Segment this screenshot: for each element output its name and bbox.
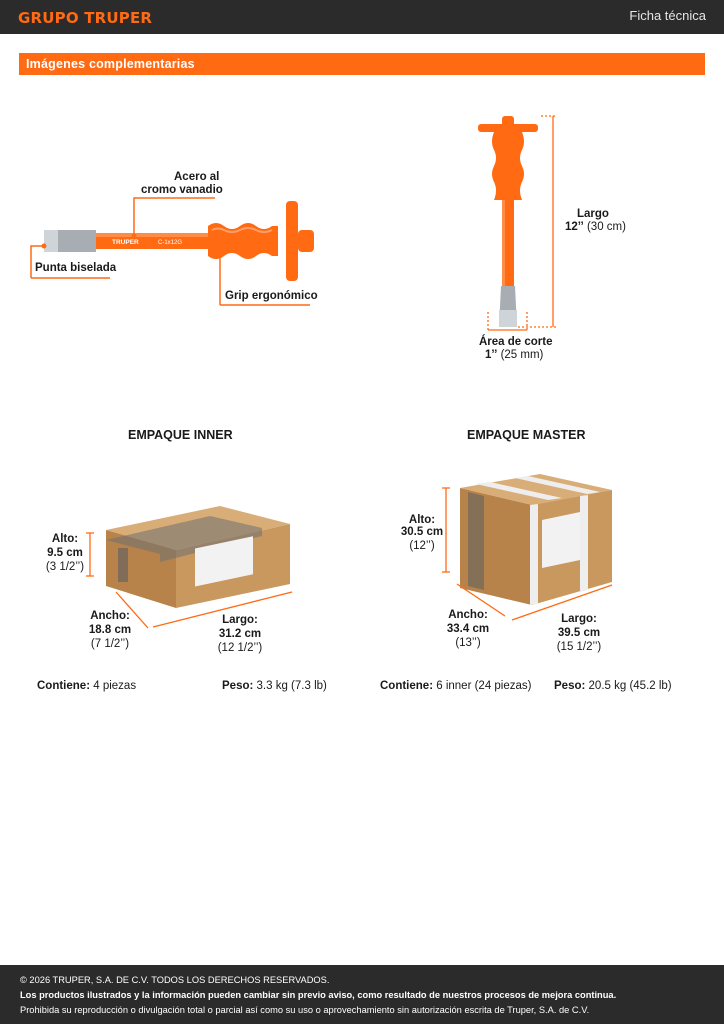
- inner-weight-value: 3.3 kg (7.3 lb): [256, 680, 327, 692]
- master-box-image: [460, 474, 612, 605]
- length-metric: (30 cm): [586, 221, 626, 233]
- inner-width-label: Ancho:: [90, 610, 130, 622]
- inner-width-value: 18.8 cm: [88, 624, 132, 636]
- master-dimension-lines: [442, 487, 613, 621]
- cut-area-metric: (25 mm): [500, 349, 544, 361]
- footer-copyright: © 2026 TRUPER, S.A. DE C.V. TODOS LOS DE…: [20, 975, 330, 985]
- grip-callout: Grip ergonómico: [225, 290, 318, 302]
- tip-callout: Punta biselada: [35, 262, 117, 274]
- inner-height-label: Alto:: [51, 533, 79, 545]
- inner-contains: Contiene: 4 piezas: [37, 680, 136, 693]
- callout-lines: [30, 197, 310, 306]
- footer-prohibition: Prohibida su reproducción o divulgación …: [20, 1005, 590, 1015]
- master-contains-label: Contiene:: [380, 680, 434, 692]
- brand-logo: GRUPO TRUPER: [18, 9, 153, 27]
- master-contains: Contiene: 6 inner (24 piezas): [380, 680, 531, 693]
- section-title: Imágenes complementarias: [26, 57, 195, 71]
- master-weight-label: Peso:: [554, 680, 586, 692]
- inner-dimension-lines: [86, 532, 293, 629]
- master-width-value: 33.4 cm: [446, 623, 490, 635]
- cut-area-label: Área de corte: [479, 336, 553, 348]
- inner-length-label: Largo:: [222, 614, 258, 626]
- svg-text:C-1x12G: C-1x12G: [158, 240, 182, 246]
- master-title: EMPAQUE MASTER: [467, 428, 586, 442]
- header-bar: GRUPO TRUPER Ficha técnica: [0, 0, 724, 34]
- inner-weight-label: Peso:: [222, 680, 254, 692]
- cut-area-value-group: 1’’ (25 mm): [485, 349, 543, 362]
- cut-area-value: 1’’: [485, 349, 498, 361]
- inner-box-image: [106, 506, 290, 608]
- master-width-label: Ancho:: [448, 609, 488, 621]
- inner-length-imperial: (12 1/2’’): [217, 642, 263, 654]
- inner-height-value: 9.5 cm: [47, 547, 83, 559]
- length-value: 12’’: [565, 221, 584, 233]
- section-header: Imágenes complementarias: [19, 53, 705, 75]
- inner-contains-value: 4 piezas: [93, 680, 137, 692]
- inner-width-imperial: (7 1/2’’): [90, 638, 130, 650]
- length-label: Largo: [577, 208, 609, 220]
- master-width-imperial: (13’’): [455, 637, 481, 649]
- footer-notice: Los productos ilustrados y la informació…: [20, 990, 617, 1000]
- material-callout-line2: cromo vanadio: [141, 184, 223, 196]
- master-weight-value: 20.5 kg (45.2 lb): [588, 680, 672, 692]
- inner-weight: Peso: 3.3 kg (7.3 lb): [222, 680, 327, 693]
- master-height-value: 30.5 cm: [400, 526, 444, 538]
- footer: © 2026 TRUPER, S.A. DE C.V. TODOS LOS DE…: [0, 965, 724, 1024]
- inner-contains-label: Contiene:: [37, 680, 91, 692]
- inner-title: EMPAQUE INNER: [128, 428, 233, 442]
- inner-height-imperial: (3 1/2’’): [45, 561, 85, 573]
- master-height-label: Alto:: [408, 514, 436, 526]
- master-length-label: Largo:: [561, 613, 597, 625]
- master-weight: Peso: 20.5 kg (45.2 lb): [554, 680, 672, 693]
- document-type: Ficha técnica: [629, 8, 706, 23]
- svg-text:TRUPER: TRUPER: [112, 239, 139, 246]
- inner-length-value: 31.2 cm: [218, 628, 262, 640]
- material-callout: Acero al: [174, 171, 219, 184]
- master-length-value: 39.5 cm: [557, 627, 601, 639]
- material-line-1: Acero al: [174, 171, 220, 183]
- length-value-group: 12’’ (30 cm): [565, 221, 626, 234]
- master-length-imperial: (15 1/2’’): [556, 641, 602, 653]
- chisel-vertical-image: [478, 116, 538, 327]
- chisel-horizontal-image: TRUPER C-1x12G: [44, 201, 314, 281]
- master-height-imperial: (12’’): [409, 540, 435, 552]
- master-contains-value: 6 inner (24 piezas): [436, 680, 532, 692]
